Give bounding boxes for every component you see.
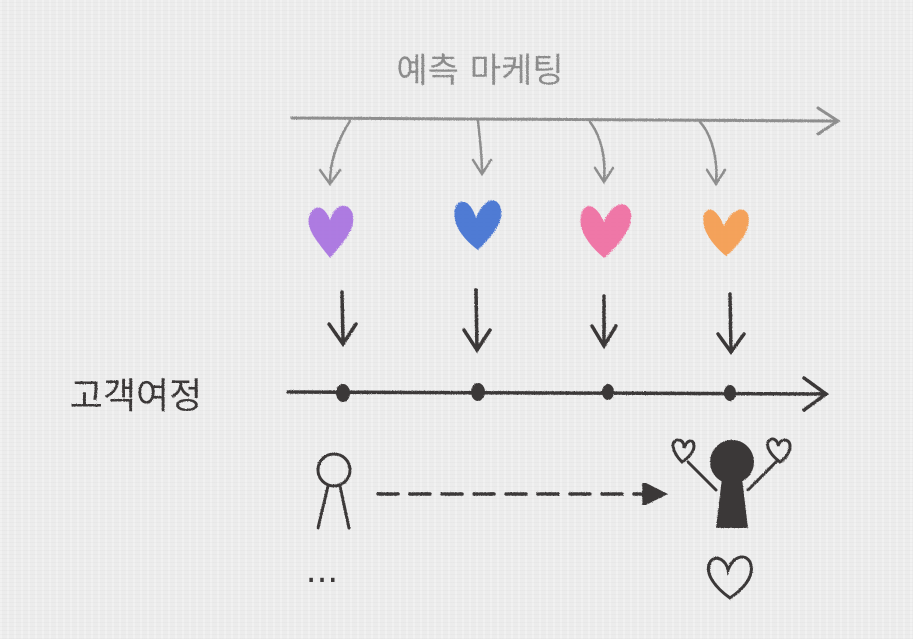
- predictive-marketing-arrow: [290, 106, 841, 136]
- curved-arrow-2: [476, 119, 484, 174]
- timeline-point-2: [471, 383, 485, 401]
- curved-arrow-4: [698, 120, 718, 184]
- curved-arrow-1: [328, 119, 352, 184]
- timeline-points: [336, 383, 736, 402]
- person-outline-icon: [316, 452, 352, 530]
- customer-journey-timeline: [286, 376, 829, 412]
- predictive-marketing-label: 예측 마케팅: [396, 51, 563, 91]
- hearts-row: [308, 200, 749, 258]
- curved-down-arrows: [318, 119, 727, 187]
- timeline-point-1: [336, 384, 350, 402]
- ellipsis: ...: [306, 551, 338, 591]
- timeline-point-4: [724, 385, 736, 401]
- timeline-point-3: [602, 384, 614, 400]
- dark-down-arrows: [327, 288, 746, 355]
- customer-journey-label: 고객여정: [70, 376, 202, 417]
- dashed-progress-arrow: [376, 481, 668, 507]
- heart-orange: [703, 209, 749, 256]
- heart-purple: [308, 205, 354, 258]
- heart-pink: [580, 204, 632, 258]
- heart-outline-icon: [707, 555, 753, 600]
- happy-person-icon: [671, 437, 792, 528]
- heart-blue: [454, 200, 502, 250]
- curved-arrow-3: [588, 120, 606, 182]
